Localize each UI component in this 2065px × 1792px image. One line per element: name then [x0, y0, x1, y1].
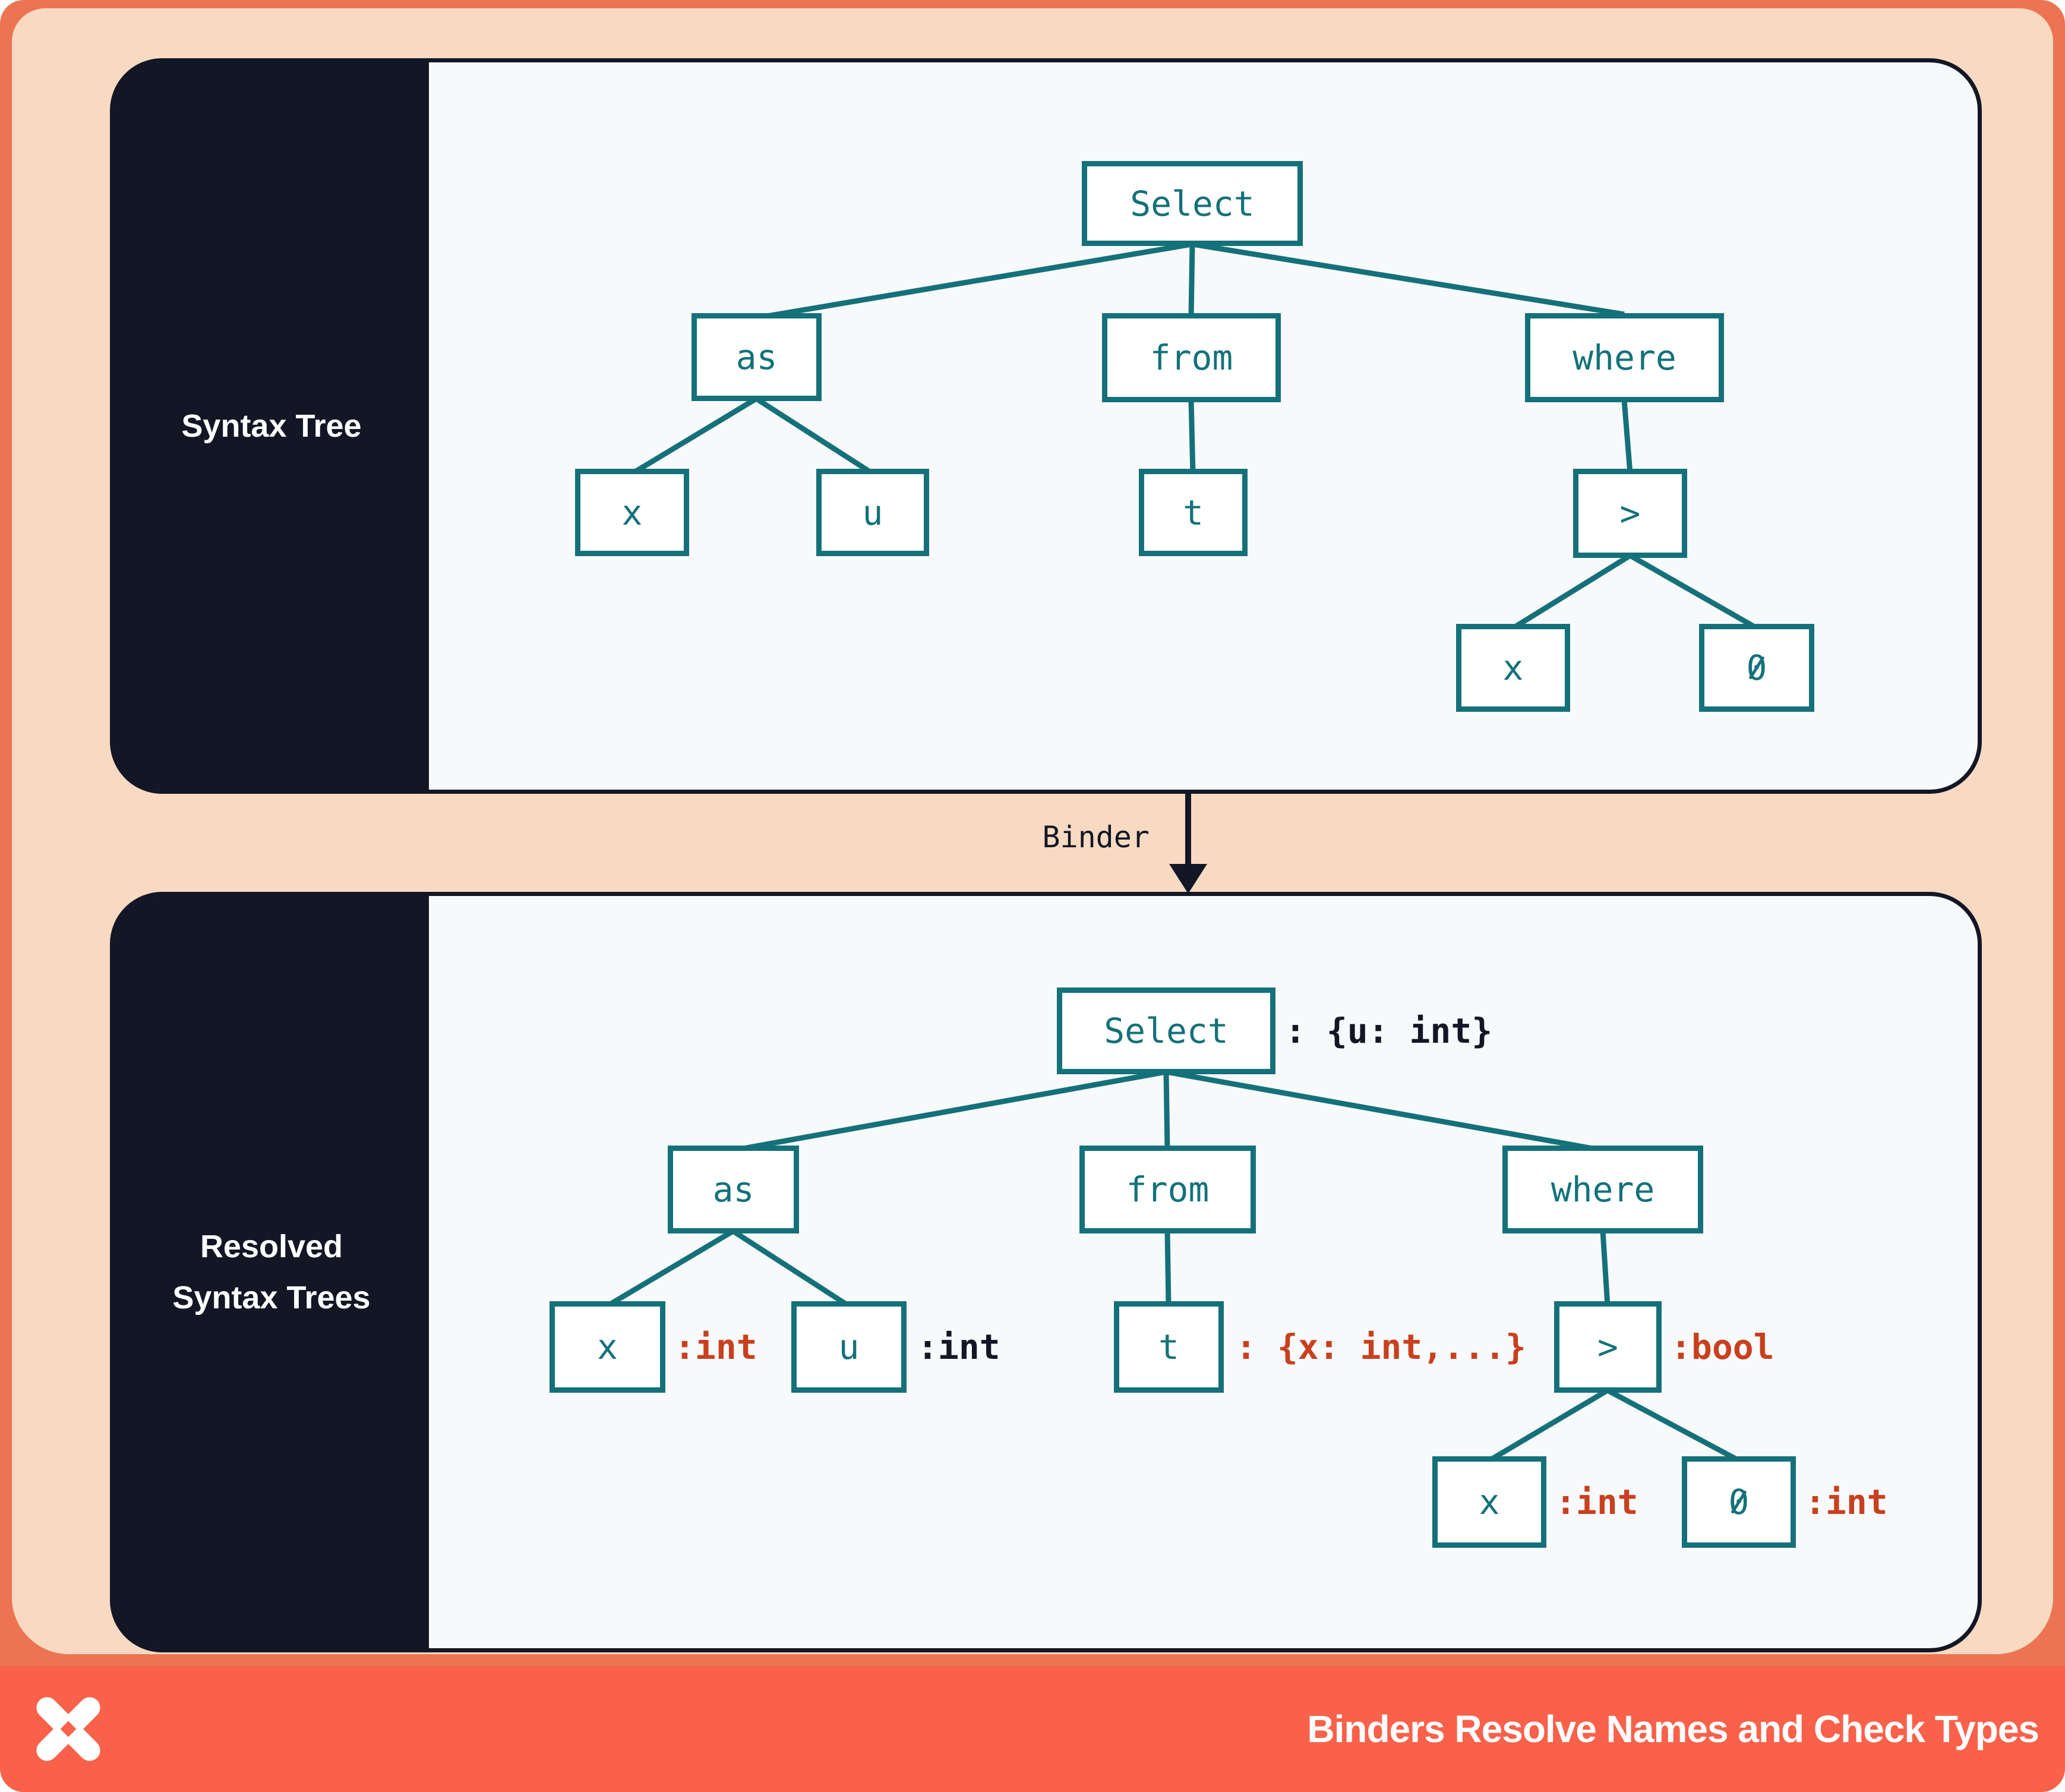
node-where-resolved: where [1502, 1146, 1703, 1233]
binder-arrow [1169, 794, 1207, 894]
node-as-resolved: as [668, 1146, 799, 1233]
node-from-resolved: from [1079, 1146, 1256, 1233]
node-u: u [816, 469, 929, 556]
node-x-operand-resolved: x [1432, 1456, 1546, 1548]
node-from: from [1102, 313, 1281, 402]
node-x-operand-label: x [1479, 1482, 1500, 1522]
four-point-star-logo-icon [36, 1697, 100, 1761]
footer-title: Binders Resolve Names and Check Types [1307, 1708, 2039, 1750]
node-as-label: as [712, 1169, 754, 1210]
node-greater-than-resolved: > [1554, 1301, 1662, 1393]
node-t-label: t [1158, 1327, 1179, 1367]
node-t-resolved: t [1114, 1301, 1224, 1393]
node-u-label: u [862, 492, 883, 533]
node-u-label: u [838, 1327, 860, 1367]
node-from-label: from [1126, 1169, 1210, 1210]
resolved-sidebar: Resolved Syntax Trees [114, 896, 429, 1648]
node-select-label: Select [1104, 1011, 1229, 1051]
type-annotation-greater-than-text: :bool [1671, 1327, 1774, 1367]
resolved-syntax-trees-panel: Resolved Syntax Trees Select : {u: int} … [110, 892, 1982, 1652]
type-annotation-select-text: : {u: int} [1285, 1011, 1493, 1051]
node-t: t [1139, 469, 1248, 556]
type-annotation-x-alias: :int [674, 1301, 757, 1393]
node-as-label: as [735, 337, 778, 377]
type-annotation-x-operand-text: :int [1555, 1482, 1638, 1522]
type-annotation-t-text: : {x: int,...} [1236, 1327, 1526, 1367]
type-annotation-x-alias-text: :int [674, 1327, 757, 1367]
type-annotation-zero-text: :int [1805, 1482, 1888, 1522]
node-x-label: x [621, 492, 643, 533]
syntax-tree-sidebar: Syntax Tree [114, 62, 429, 790]
type-annotation-select: : {u: int} [1285, 988, 1492, 1074]
node-select-resolved: Select [1057, 988, 1275, 1074]
node-zero: 0 [1699, 624, 1814, 712]
node-x-label: x [597, 1327, 618, 1367]
node-as: as [692, 313, 822, 401]
node-where: where [1525, 313, 1724, 402]
syntax-tree-panel: Syntax Tree Select as from where x [110, 58, 1982, 794]
node-zero-resolved: 0 [1682, 1456, 1796, 1548]
node-greater-than: > [1573, 469, 1687, 558]
node-zero-label: 0 [1746, 648, 1767, 688]
node-zero-label: 0 [1728, 1482, 1750, 1522]
syntax-tree-title: Syntax Tree [181, 408, 362, 444]
node-where-label: where [1573, 337, 1676, 378]
node-select: Select [1082, 161, 1303, 246]
node-x-alias: x [575, 469, 689, 556]
binder-label: Binder [1042, 820, 1150, 854]
node-from-label: from [1150, 337, 1233, 378]
node-x-alias-resolved: x [550, 1301, 665, 1393]
node-select-label: Select [1130, 183, 1255, 224]
type-annotation-u-text: :int [917, 1327, 1000, 1367]
resolved-title-line2: Syntax Trees [172, 1280, 371, 1315]
node-x-operand: x [1456, 624, 1570, 712]
node-t-label: t [1183, 492, 1204, 533]
footer-band: Binders Resolve Names and Check Types [0, 1666, 2065, 1792]
node-where-label: where [1551, 1169, 1655, 1210]
node-greater-than-label: > [1597, 1327, 1618, 1367]
type-annotation-zero: :int [1805, 1456, 1888, 1548]
type-annotation-t: : {x: int,...} [1236, 1301, 1526, 1393]
resolved-title-line1: Resolved [200, 1228, 343, 1264]
type-annotation-greater-than: :bool [1671, 1301, 1774, 1393]
resolved-title: Resolved Syntax Trees [172, 1221, 370, 1324]
node-u-resolved: u [791, 1301, 907, 1393]
type-annotation-u: :int [917, 1301, 1000, 1393]
node-x-operand-label: x [1502, 648, 1524, 688]
node-greater-than-label: > [1619, 493, 1641, 534]
type-annotation-x-operand: :int [1555, 1456, 1638, 1548]
